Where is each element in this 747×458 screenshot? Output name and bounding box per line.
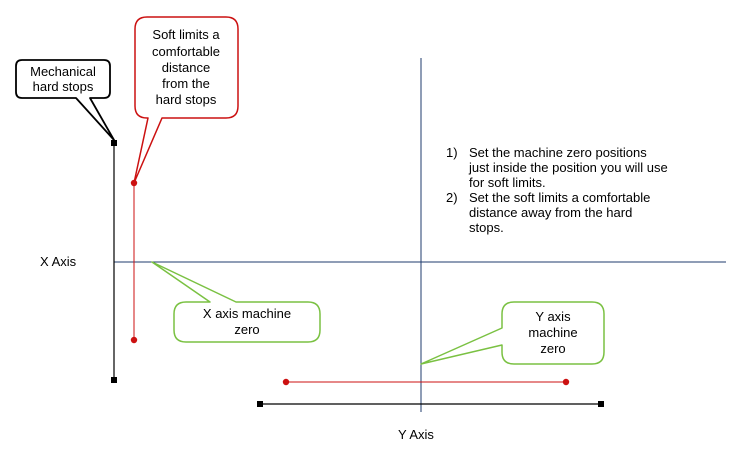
x-axis-machine-zero-callout: X axis machine zero bbox=[151, 261, 321, 343]
y-axis-machine-zero-callout: Y axis machine zero bbox=[420, 301, 605, 365]
y-soft-limit-left-dot bbox=[282, 378, 290, 386]
soft-limits-callout-line-5: hard stops bbox=[156, 92, 217, 107]
y-zero-callout-line-2: machine bbox=[528, 325, 577, 340]
instruction-2-line-1: Set the soft limits a comfortable bbox=[469, 190, 650, 205]
x-zero-callout-line-1: X axis machine bbox=[203, 306, 291, 321]
soft-limits-callout-line-1: Soft limits a bbox=[152, 27, 220, 42]
soft-limits-callout-line-2: comfortable bbox=[152, 44, 220, 59]
y-zero-callout-line-3: zero bbox=[540, 341, 565, 356]
mechanical-callout-line-2: hard stops bbox=[33, 79, 94, 94]
instructions-list: 1) Set the machine zero positions just i… bbox=[446, 145, 668, 235]
instruction-2-line-2: distance away from the hard bbox=[469, 205, 632, 220]
instruction-1-line-2: just inside the position you will use bbox=[468, 160, 668, 175]
mechanical-hard-stops-callout: Mechanical hard stops bbox=[15, 59, 115, 141]
instruction-1-number: 1) bbox=[446, 145, 458, 160]
instruction-1-line-3: for soft limits. bbox=[469, 175, 546, 190]
y-hard-stop-left-marker bbox=[257, 401, 263, 407]
instruction-2-number: 2) bbox=[446, 190, 458, 205]
x-soft-limit-bottom-dot bbox=[130, 336, 138, 344]
x-axis-label: X Axis bbox=[40, 254, 77, 269]
x-hard-stop-bottom-marker bbox=[111, 377, 117, 383]
instruction-1-line-1: Set the machine zero positions bbox=[469, 145, 647, 160]
y-zero-callout-line-1: Y axis bbox=[535, 309, 571, 324]
soft-limits-callout-line-3: distance bbox=[162, 60, 210, 75]
y-hard-stop-right-marker bbox=[598, 401, 604, 407]
soft-limits-callout: Soft limits a comfortable distance from … bbox=[133, 16, 239, 184]
soft-limits-callout-line-4: from the bbox=[162, 76, 210, 91]
y-soft-limit-right-dot bbox=[562, 378, 570, 386]
mechanical-callout-line-1: Mechanical bbox=[30, 64, 96, 79]
x-hard-stop-top-marker bbox=[111, 140, 117, 146]
y-axis-label: Y Axis bbox=[398, 427, 434, 442]
instruction-2-line-3: stops. bbox=[469, 220, 504, 235]
x-zero-callout-line-2: zero bbox=[234, 322, 259, 337]
